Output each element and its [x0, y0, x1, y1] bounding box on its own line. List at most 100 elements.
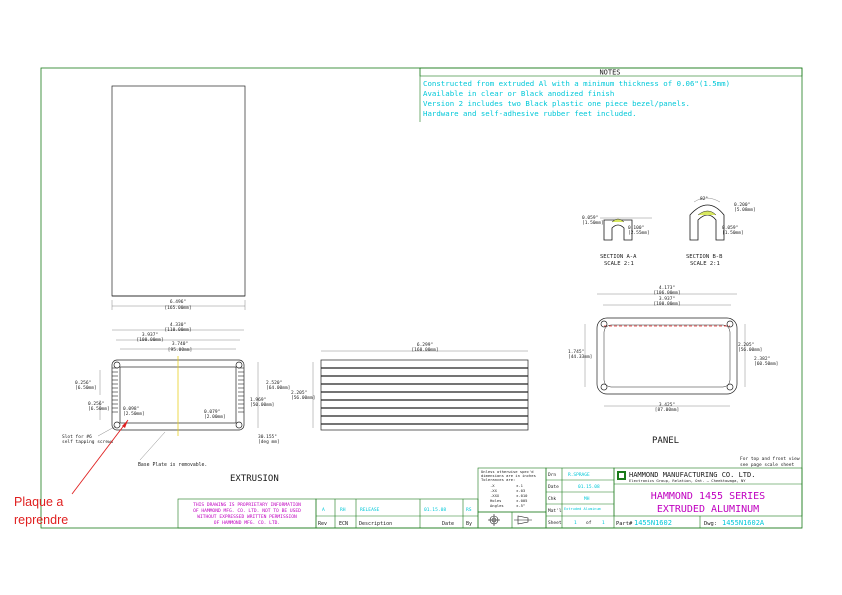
series-subtitle: EXTRUDED ALUMINUM [657, 504, 759, 515]
tol-1-key: .X [490, 483, 495, 488]
annotation-line2: reprendre [14, 513, 68, 527]
extrusion-view: 4.330" [110.00mm] 3.937" [100.00mm] 3.74… [62, 322, 290, 484]
red-annotation: Plaque a reprendre [14, 419, 129, 527]
base-plate-callout: Base Plate is removable. [138, 462, 207, 468]
note-line-4: Hardware and self-adhesive rubber feet i… [423, 109, 637, 118]
tol-header-1: Unless otherwise spec'd [481, 469, 534, 474]
tol-header-2: dimensions are in inches [481, 473, 536, 478]
drn-value: R.SPRAGE [568, 472, 590, 478]
tol-3-key: .XXX [490, 493, 500, 498]
dim-panel-h3: 2.382" [754, 356, 770, 362]
dim-panel-w1: 4.173" [659, 285, 675, 291]
tol-5-key: Angles [490, 503, 504, 508]
title-block [177, 467, 803, 529]
section-aa-title: SECTION A-A [600, 254, 637, 260]
proprietary-line3: WITHOUT EXPRESSED WRITTEN PERMISSION [197, 514, 297, 520]
proprietary-line1: THIS DRAWING IS PROPRIETARY INFORMATION [193, 502, 301, 508]
dim-panel-w3: 3.425" [659, 402, 675, 408]
dim-side-h-mm: [56.00mm] [291, 395, 315, 401]
rev-header-date: Date [442, 521, 454, 527]
dim-top-width-in: 6.496" [170, 299, 186, 305]
section-aa: 0.059" [1.50mm] 0.100" [2.55mm] SECTION … [582, 215, 652, 267]
tol-3-val: ±.010 [516, 493, 528, 498]
dim-sec-a1: 0.059" [582, 215, 598, 221]
part-value: 1455N1602 [634, 519, 672, 527]
date-value: 01.15.08 [578, 484, 600, 490]
rev-row-ecn: RH [340, 507, 346, 513]
sheet-total: 1 [602, 520, 605, 526]
dim-ext-h1: 2.520" [266, 380, 282, 386]
mat-value: Extruded Aluminum [564, 507, 601, 511]
note-line-1: Constructed from extruded Al with a mini… [423, 79, 730, 88]
dim-ext-w3: 3.740" [172, 341, 188, 347]
dwg-value: 1455N1602A [722, 519, 765, 527]
side-view: 6.299" [160.00mm] 2.205" [56.00mm] [291, 342, 529, 431]
series-title: HAMMOND 1455 SERIES [651, 491, 765, 502]
dim-panel-w2-mm: [100.00mm] [653, 301, 680, 307]
dim-ext-left2-mm: [6.50mm] [88, 406, 110, 412]
tol-5-val: ±.5° [516, 503, 525, 508]
dim-sec-a2-mm: [2.55mm] [628, 230, 650, 236]
dim-ext-h2: 1.969" [250, 397, 266, 403]
dim-ext-angle: 30.155" [258, 434, 277, 440]
rev-header-desc: Description [359, 521, 392, 527]
dim-sec-a1-mm: [1.50mm] [582, 220, 604, 226]
dwg-label: Dwg: [704, 521, 717, 527]
dim-ext-w2-mm: [100.00mm] [136, 337, 163, 343]
company-name: HAMMOND MANUFACTURING CO. LTD. [629, 471, 755, 479]
chk-label: Chk [548, 496, 556, 502]
dim-ext-small: 0.098" [123, 406, 139, 412]
drn-label: Drn [548, 472, 556, 478]
chk-value: MH [584, 496, 590, 502]
date-label: Date [548, 484, 559, 490]
panel-label: PANEL [652, 436, 679, 446]
dim-sec-b1-mm: [5.08mm] [734, 207, 756, 213]
dim-ext-w1: 4.330" [170, 322, 186, 328]
sheet-value: 1 [574, 520, 577, 526]
section-bb: 82° 0.200" [5.08mm] 0.059" [1.50mm] SECT… [686, 196, 756, 267]
dim-ext-left2: 0.256" [88, 401, 104, 407]
top-view: 6.496" [165.00mm] [111, 85, 246, 311]
dim-sec-b2: 0.059" [722, 225, 738, 231]
rev-header-by: By [466, 521, 472, 527]
panel-note-line2: see page scale sheet [740, 462, 794, 468]
proprietary-line2: OF HAMMOND MFG. CO. LTD. NOT TO BE USED [193, 508, 301, 514]
part-label: Part# [616, 521, 633, 527]
dim-ext-h2-mm: [50.00mm] [250, 402, 274, 408]
note-line-3: Version 2 includes two Black plastic one… [423, 99, 690, 108]
dim-panel-h1: 1.745" [568, 349, 584, 355]
section-aa-scale: SCALE 2:1 [604, 261, 634, 267]
slot-callout-line1: Slot for #6 [62, 434, 92, 440]
dim-top-width-mm: [165.00mm] [164, 305, 191, 311]
rev-header-ecn: ECN [339, 521, 348, 527]
dim-sec-b2-mm: [1.50mm] [722, 230, 744, 236]
tol-header-3: Tolerances are: [481, 477, 515, 482]
rev-row-date: 01.15.08 [424, 507, 446, 513]
extrusion-label: EXTRUSION [230, 474, 279, 484]
hammond-logo-icon [617, 471, 626, 480]
sheet-border [40, 67, 803, 529]
dim-panel-w3-mm: [87.00mm] [655, 407, 679, 413]
dim-ext-left1: 0.256" [75, 380, 91, 386]
rev-header-rev: Rev [318, 521, 327, 527]
dim-panel-h3-mm: [60.50mm] [754, 361, 778, 367]
rev-row-by: RS [466, 507, 472, 513]
dim-sec-b-angle: 82° [700, 196, 708, 202]
tol-1-val: ±.1 [516, 483, 524, 488]
dim-sec-a2: 0.100" [628, 225, 644, 231]
tol-2-val: ±.03 [516, 488, 525, 493]
note-line-2: Available in clear or Black anodized fin… [423, 89, 614, 98]
company-sub: Electronics Group, Relation, Ont. — Chee… [629, 478, 746, 483]
projection-symbol-icon [488, 514, 532, 526]
dim-ext-w1-mm: [110.00mm] [164, 327, 191, 333]
annotation-line1: Plaque a [14, 495, 63, 509]
slot-callout-line2: self tapping screws [62, 439, 114, 445]
dim-side-h: 2.205" [291, 390, 307, 396]
sheet-label: Sheet [548, 520, 562, 526]
dim-panel-h2-mm: [56.00mm] [738, 347, 762, 353]
rev-row-desc: RELEASE [360, 507, 380, 513]
notes-heading: NOTES [599, 69, 620, 77]
dim-sec-b1: 0.200" [734, 202, 750, 208]
dim-ext-w2: 3.937" [142, 332, 158, 338]
